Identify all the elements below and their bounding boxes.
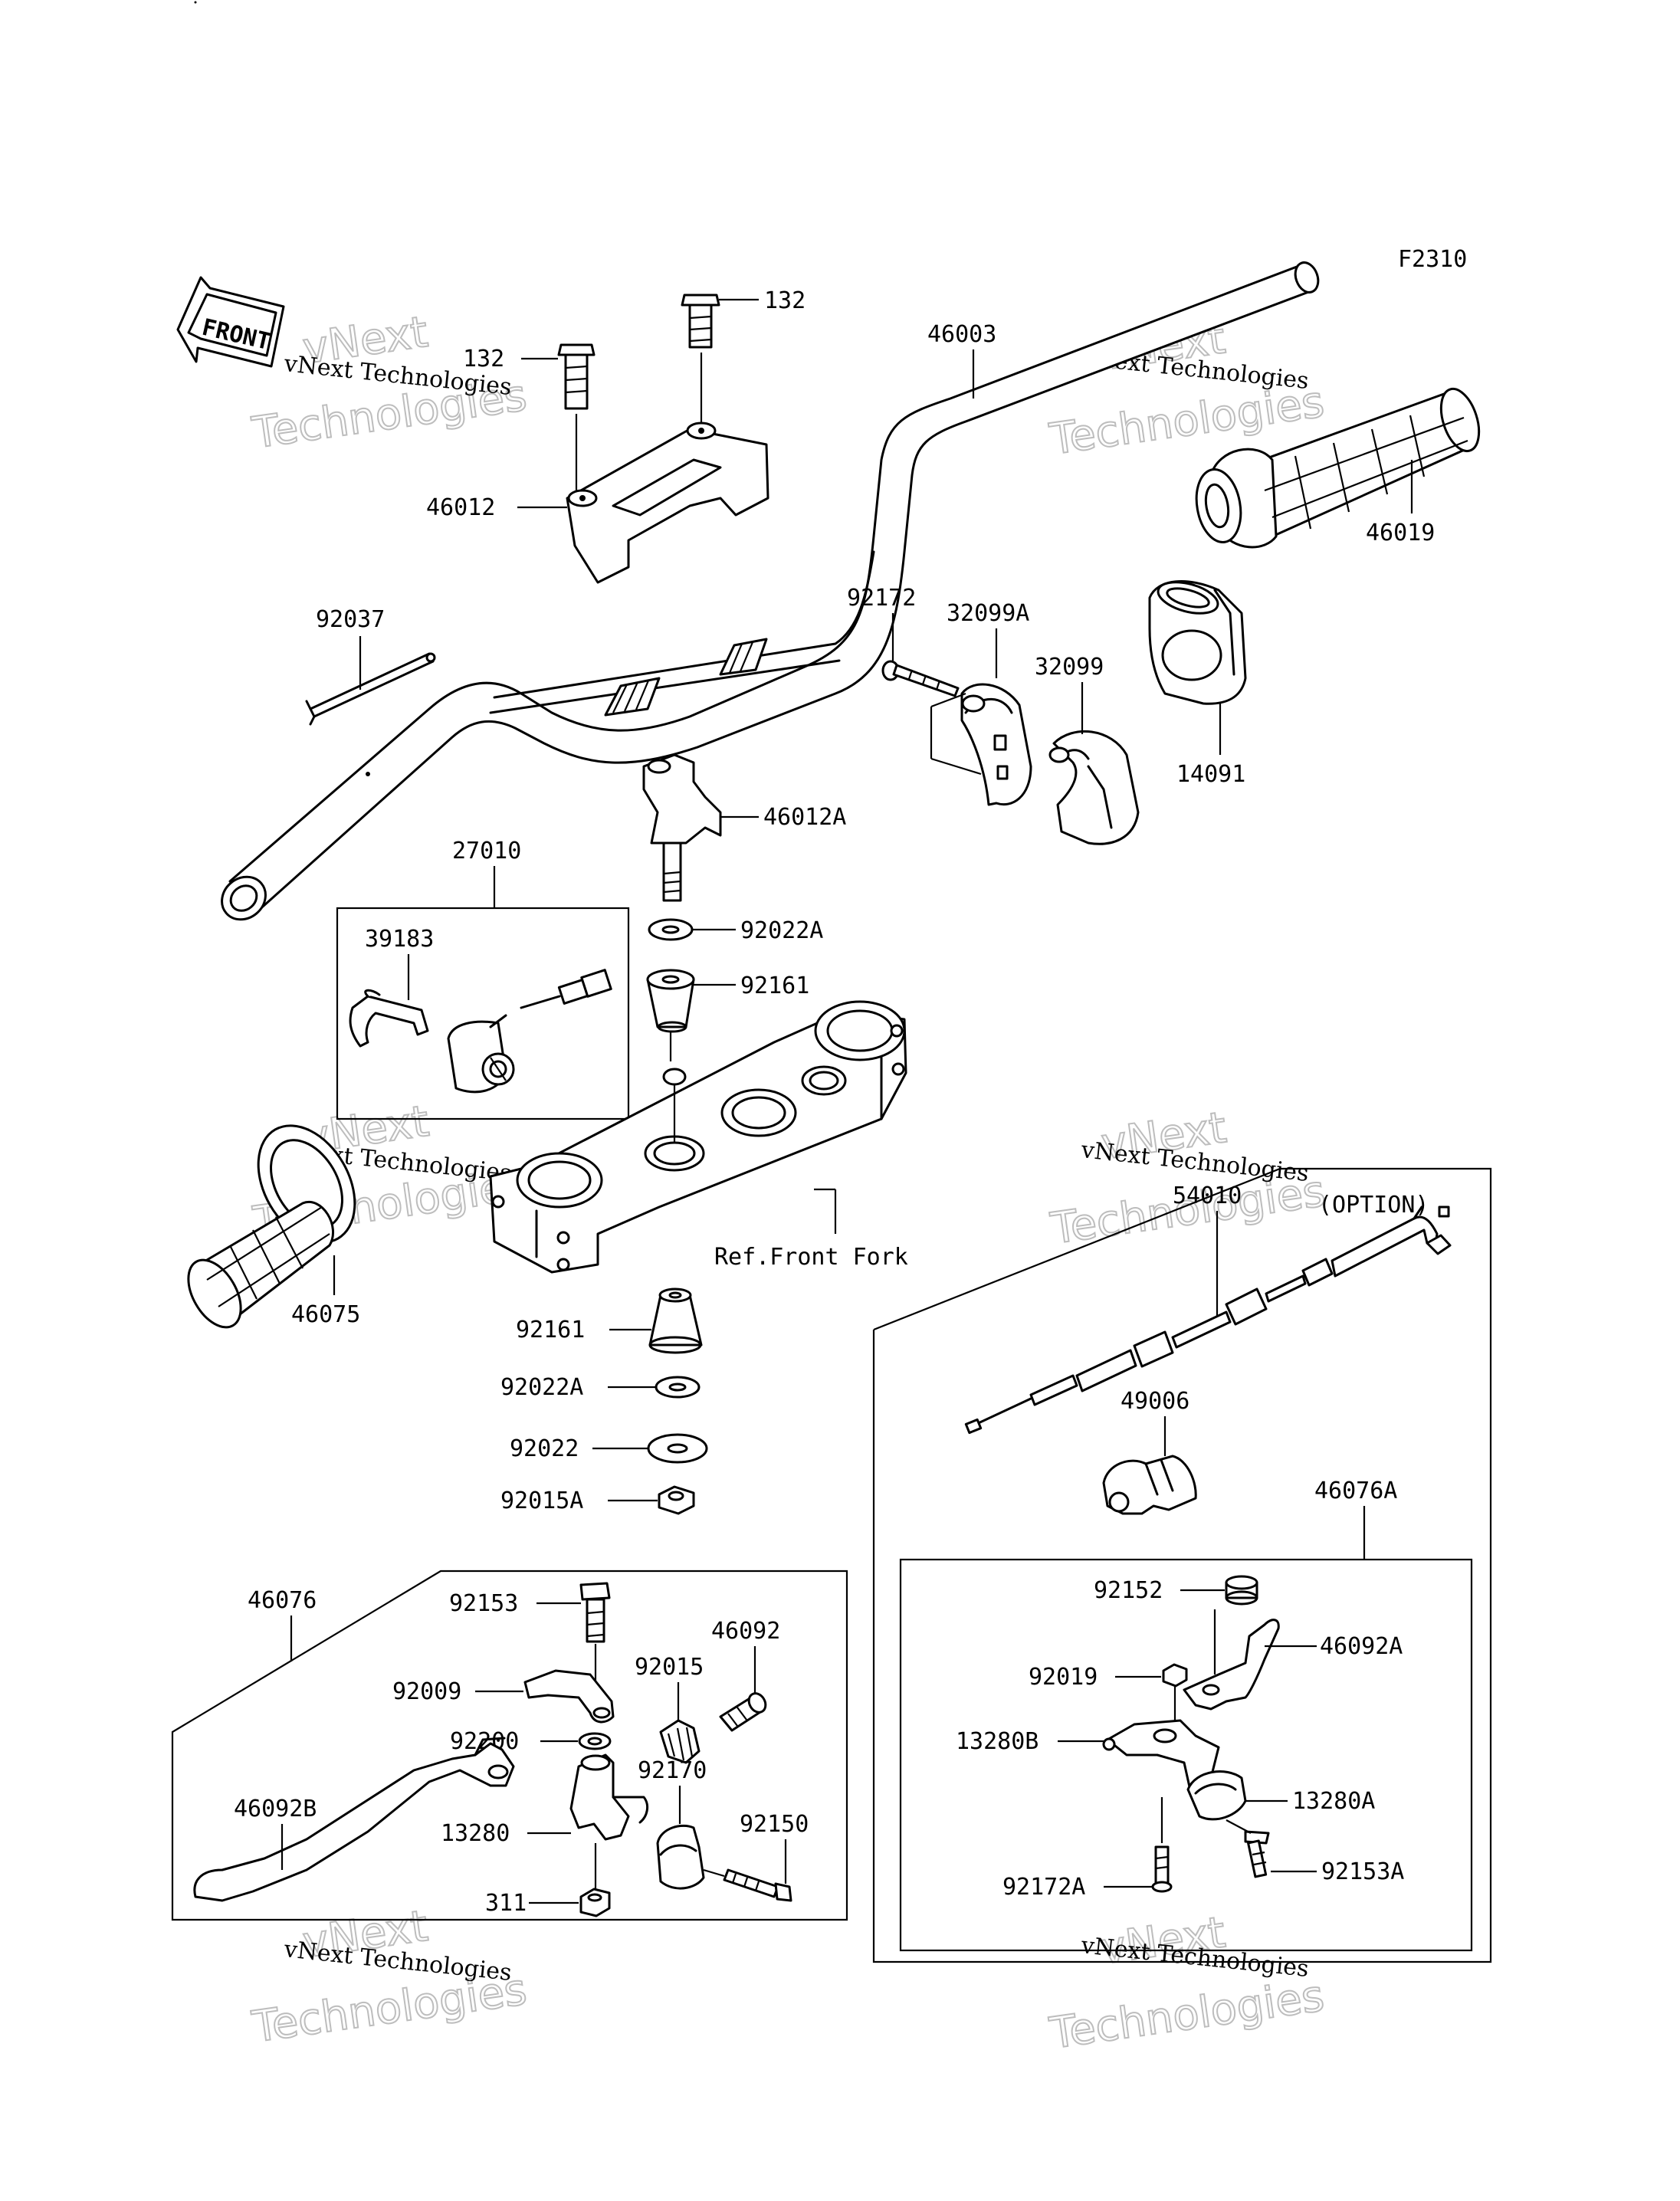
switch-half-32099 [1048,730,1140,845]
washer-92022a-top [648,918,694,941]
label-46076: 46076 [248,1587,317,1614]
diagram-code: F2310 [1398,246,1467,273]
label-46012a: 46012A [763,804,846,831]
label-13280: 13280 [441,1820,510,1847]
lever-assembly-box-46076 [171,1570,848,1921]
label-46019: 46019 [1366,520,1435,546]
label-92015a: 92015A [500,1488,583,1514]
triple-clamp [489,1000,907,1274]
holder-13280b [1102,1719,1220,1799]
label-92037: 92037 [316,606,385,633]
holder-13280 [569,1753,649,1841]
label-92170: 92170 [638,1757,707,1784]
clamp-46012a [642,753,722,902]
switch-half-32099a [960,683,1032,806]
bolt-132-top [681,294,720,349]
washer-92022 [647,1433,708,1464]
option-label: (OPTION) [1318,1192,1429,1219]
label-46092: 92009 [392,1678,461,1705]
label-32099a: 32099A [947,600,1029,627]
label-32099: 32099 [1035,654,1104,681]
lever-46092b [193,1,515,1902]
rubber-92161-bottom [648,1287,703,1354]
nut-92015a [658,1485,695,1515]
label-46092b: 46092B [234,1796,317,1822]
nut-311 [579,1888,611,1917]
watermark-line2: Technologies [1046,1971,1327,2059]
label-54010: 54010 [1173,1183,1242,1209]
label-13280a: 13280A [1292,1788,1375,1815]
bolt-92150 [723,1868,792,1902]
label-92161-bottom: 92161 [516,1317,585,1343]
adjuster-92015 [659,1719,701,1764]
lever-assembly-box-46076a [899,1558,1473,1952]
label-49006: 49006 [1121,1388,1189,1415]
label-311: 311 [485,1890,527,1917]
label-92172a: 92172A [1002,1874,1085,1901]
ref-front-fork-label: Ref.Front Fork [714,1244,908,1271]
label-92022: 92022 [510,1435,579,1462]
holder-13280a [1186,1770,1247,1821]
nut-92019 [1162,1663,1188,1688]
label-92153a: 92153A [1321,1858,1404,1885]
bracket-46092 [523,1669,615,1724]
label-92019: 92019 [1029,1664,1098,1691]
label-132-left: 132 [463,346,504,372]
label-46075: 46075 [291,1301,360,1328]
washer-92022a-bottom [655,1376,701,1399]
washer-92200 [578,1732,612,1750]
adjuster-92009 [719,1692,767,1732]
holder-92170 [656,1824,705,1890]
screw-92172a [1151,1845,1173,1893]
engine-stop-switch [447,1014,515,1094]
label-92022a-top: 92022A [740,917,823,944]
screw-92172 [881,660,960,697]
label-92172: 92172 [847,585,916,612]
label-132-top: 132 [764,287,806,314]
grip-46019 [1195,387,1481,549]
label-46003: 46003 [927,321,996,348]
cable-guide-49006 [1102,1455,1197,1515]
label-92009: 46092 [711,1618,780,1645]
rubber-92161-top [646,969,695,1033]
label-92152: 92152 [1094,1577,1163,1604]
handlebar [221,261,1320,921]
pin-92037 [305,652,436,726]
label-92150: 92150 [740,1811,809,1838]
switch-group-box-27010 [336,907,630,1120]
crossbar-pad-2 [719,638,768,676]
label-46092a: 46092A [1320,1633,1403,1660]
throttle-case-14091 [1148,580,1247,705]
label-92022a-bottom: 92022A [500,1374,583,1401]
label-46076a: 46076A [1314,1478,1397,1504]
wire-connector [520,969,612,1009]
label-92153: 92153 [449,1590,518,1617]
bolt-92153 [579,1582,611,1643]
clamp-46012 [566,422,769,584]
label-39183: 39183 [365,926,434,953]
bolt-132-left [557,343,596,410]
option-box [872,1167,1492,1963]
label-92015: 92015 [635,1654,704,1681]
label-27010: 27010 [452,838,521,864]
lever-46092a [1183,1619,1280,1711]
label-13280b: 13280B [956,1728,1039,1755]
cable-54010 [964,1205,1452,1435]
front-arrow-icon: FRONT [176,276,285,368]
grip-46075 [187,1124,356,1329]
label-92161-top: 92161 [740,973,809,999]
crossbar-pad-1 [604,677,661,717]
clamp-39183 [349,989,429,1048]
collar-92152 [1225,1575,1258,1606]
label-14091: 14091 [1176,761,1245,788]
bolt-92153a [1244,1830,1270,1878]
label-46012: 46012 [426,494,495,521]
